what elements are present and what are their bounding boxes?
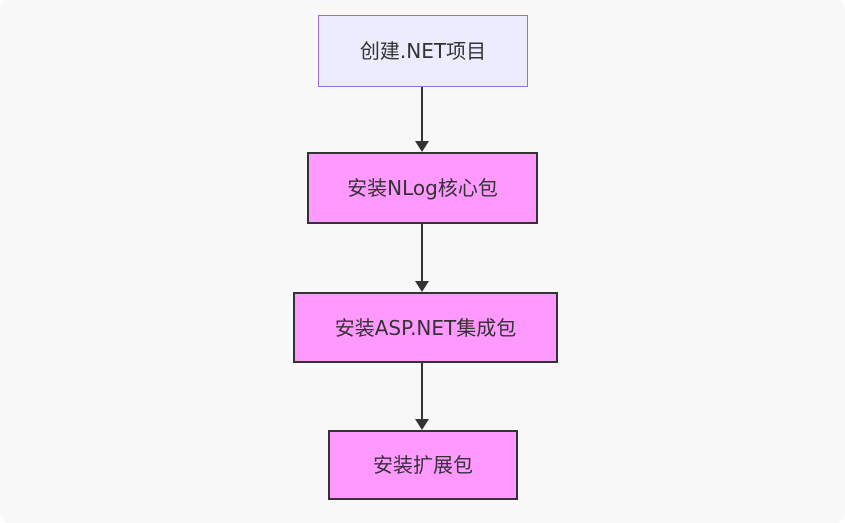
edge-line-b-c <box>421 224 423 282</box>
flowchart-node-create-dotnet-project: 创建.NET项目 <box>318 15 528 87</box>
flowchart-node-install-aspnet-integration: 安装ASP.NET集成包 <box>293 292 558 363</box>
node-label: 安装ASP.NET集成包 <box>334 315 517 340</box>
edge-line-a-b <box>421 87 423 142</box>
arrowhead-down-icon <box>415 281 429 292</box>
node-label: 安装扩展包 <box>373 453 473 477</box>
flowchart-node-install-extension-package: 安装扩展包 <box>328 430 518 500</box>
edge-line-c-d <box>421 363 423 420</box>
node-label: 安装NLog核心包 <box>347 176 498 200</box>
arrowhead-down-icon <box>415 141 429 152</box>
flowchart-node-install-nlog-core: 安装NLog核心包 <box>307 152 538 224</box>
arrowhead-down-icon <box>415 419 429 430</box>
node-label: 创建.NET项目 <box>359 39 487 63</box>
